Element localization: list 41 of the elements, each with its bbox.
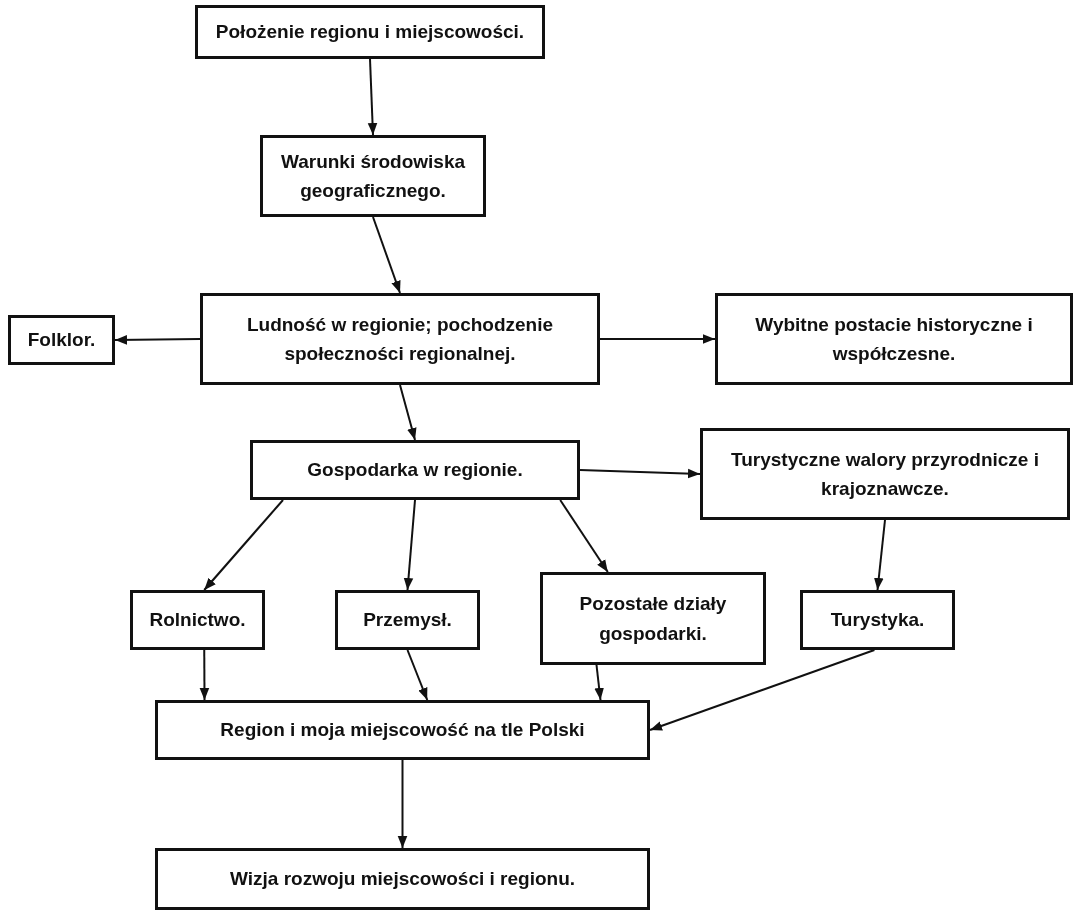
box-label: Rolnictwo. <box>149 608 246 633</box>
box-label: Wizja rozwoju miejscowości i regionu. <box>229 867 576 892</box>
box-label: Przemysł. <box>363 608 452 633</box>
process-box <box>700 428 1070 520</box>
box-label: Turystyka. <box>830 608 925 633</box>
arrow <box>594 664 604 701</box>
box-label: Ludność w regionie; pochodzenie społeczności regionalnej. <box>245 312 555 366</box>
arrow <box>372 216 401 294</box>
arrow <box>649 649 876 731</box>
process-box <box>195 5 545 59</box>
arrow <box>399 384 417 441</box>
arrow <box>403 499 416 591</box>
arrow <box>599 334 716 344</box>
process-box <box>335 590 480 650</box>
process-box <box>130 590 265 650</box>
box-label: Położenie regionu i miejscowości. <box>215 20 525 45</box>
process-box <box>155 700 650 760</box>
process-box <box>715 293 1073 385</box>
process-box <box>200 293 600 385</box>
arrow <box>559 499 609 573</box>
process-box <box>250 440 580 500</box>
box-label: Wybitne postacie historyczne i współczesne. <box>754 312 1034 366</box>
process-box <box>260 135 486 217</box>
arrow <box>406 649 429 701</box>
box-label: Turystyczne walory przyrodnicze i krajoznawcze. <box>730 447 1040 501</box>
box-label: Warunki środowiska geograficznego. <box>279 149 467 203</box>
arrow <box>367 58 378 136</box>
box-label: Folklor. <box>27 328 96 353</box>
box-label: Gospodarka w regionie. <box>307 458 523 483</box>
process-box <box>540 572 766 665</box>
box-label: Region i moja miejscowość na tle Polski <box>220 718 585 743</box>
process-box <box>155 848 650 910</box>
arrow <box>199 649 210 701</box>
arrow <box>203 499 284 591</box>
arrow <box>874 519 886 591</box>
arrow <box>579 468 701 479</box>
box-label: Pozostałe działy gospodarki. <box>578 592 728 646</box>
process-box <box>800 590 955 650</box>
process-box <box>8 315 115 365</box>
arrow <box>397 759 408 849</box>
arrow <box>114 335 201 345</box>
